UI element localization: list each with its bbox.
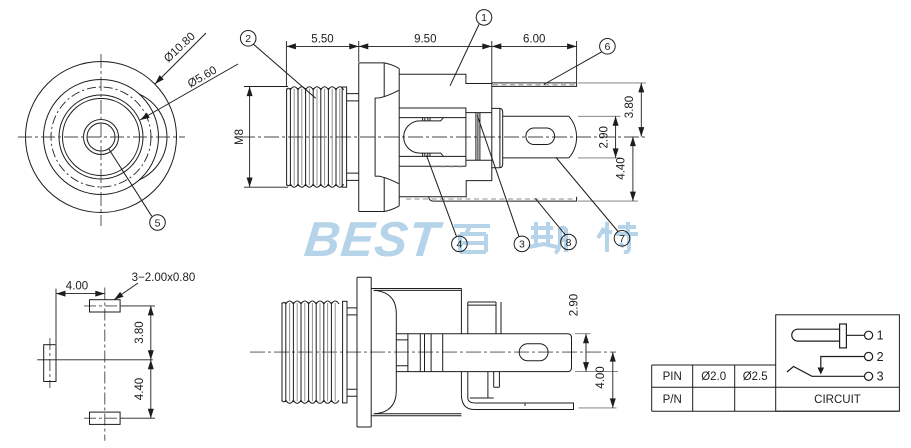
svg-text:4.00: 4.00: [595, 366, 607, 388]
svg-text:1: 1: [481, 12, 487, 24]
svg-text:Ø2.0: Ø2.0: [701, 371, 726, 383]
svg-text:9.50: 9.50: [414, 34, 436, 46]
svg-text:P/N: P/N: [663, 394, 682, 406]
svg-text:8: 8: [566, 237, 572, 249]
svg-text:2: 2: [245, 33, 251, 45]
svg-text:CIRCUIT: CIRCUIT: [814, 394, 861, 406]
svg-text:6: 6: [604, 41, 610, 53]
svg-text:5.50: 5.50: [311, 34, 333, 46]
svg-text:4.40: 4.40: [134, 378, 146, 400]
svg-text:PIN: PIN: [663, 371, 682, 383]
svg-text:3: 3: [877, 370, 884, 384]
svg-text:3−2.00x0.80: 3−2.00x0.80: [132, 272, 196, 284]
svg-text:4.40: 4.40: [616, 157, 628, 179]
svg-text:4.00: 4.00: [66, 281, 88, 293]
svg-text:2.90: 2.90: [599, 126, 611, 148]
svg-text:2.90: 2.90: [569, 294, 581, 316]
svg-text:7: 7: [619, 233, 625, 245]
svg-text:3.80: 3.80: [624, 96, 636, 118]
svg-text:1: 1: [877, 329, 884, 343]
svg-text:Ø2.5: Ø2.5: [743, 371, 768, 383]
svg-text:6.00: 6.00: [523, 34, 545, 46]
svg-text:4: 4: [456, 239, 462, 251]
svg-text:2: 2: [877, 350, 884, 364]
svg-text:M8: M8: [234, 129, 246, 145]
svg-text:3: 3: [519, 239, 525, 251]
svg-text:3.80: 3.80: [134, 321, 146, 343]
svg-text:BEST: BEST: [302, 213, 445, 267]
svg-text:5: 5: [155, 217, 161, 229]
